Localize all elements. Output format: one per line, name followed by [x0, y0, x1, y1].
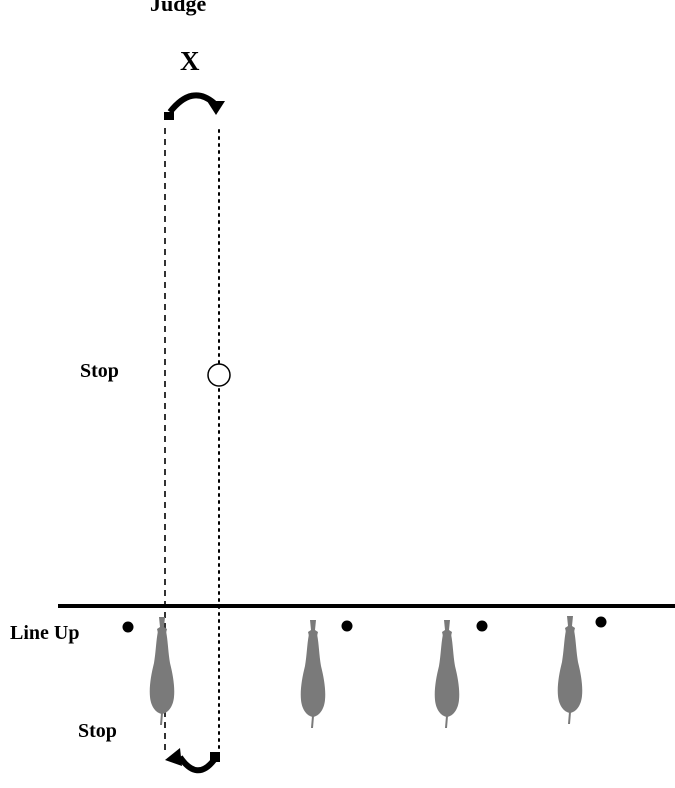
horse-icon — [300, 620, 326, 728]
bottom-turn-arrow-icon — [165, 748, 220, 774]
horse-icon — [434, 620, 460, 728]
position-dot — [476, 620, 488, 632]
stop-upper-label: Stop — [80, 360, 119, 382]
line-up-label: Line Up — [10, 622, 80, 644]
horse-icon — [149, 617, 175, 725]
position-dot — [122, 621, 134, 633]
stop-lower-label: Stop — [78, 720, 117, 742]
judge-label: Judge — [150, 0, 207, 16]
position-dot — [595, 616, 607, 628]
horse-icon — [557, 616, 583, 724]
judge-position-mark: X — [180, 46, 200, 76]
position-dot — [341, 620, 353, 632]
stop-marker-circle — [207, 363, 231, 387]
top-turn-arrow-icon — [164, 92, 225, 120]
